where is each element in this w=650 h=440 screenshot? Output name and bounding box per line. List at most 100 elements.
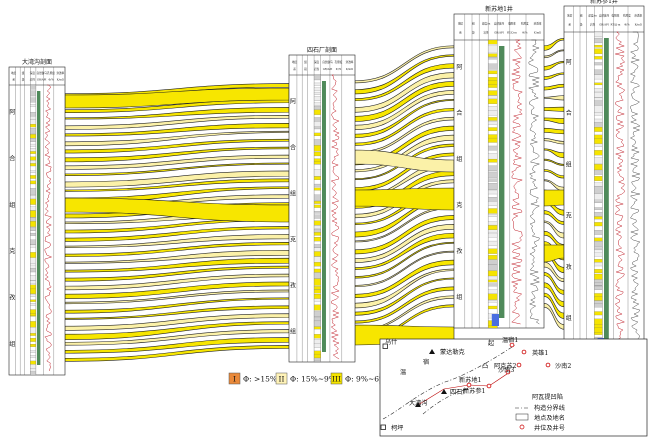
- formation-label: 孜: [9, 294, 15, 302]
- lithology-bed: [313, 286, 321, 290]
- formation-label: 合: [566, 109, 572, 117]
- lithology-bed: [30, 268, 36, 273]
- lithology-bed: [594, 222, 603, 227]
- column-header: 电阻率: [508, 21, 516, 25]
- lithology-bed: [313, 87, 321, 91]
- section-title: 新苏地1井: [485, 5, 513, 13]
- place-name: 大湾沟: [409, 399, 428, 407]
- formation-label: 组: [456, 293, 462, 301]
- lithology-bed: [313, 201, 321, 204]
- well-marker: [516, 362, 522, 368]
- formation-label: 组: [566, 314, 572, 322]
- lithology-bed: [313, 109, 321, 115]
- lithology-bed: [488, 63, 498, 70]
- lithology-bed: [30, 275, 36, 281]
- column-header: Φ/%: [522, 31, 528, 35]
- lithology-bed: [313, 298, 321, 302]
- lithology-bed: [313, 311, 321, 318]
- column-header: 地层: [292, 60, 298, 64]
- lithology-bed: [313, 304, 321, 311]
- column-header: Φ/%: [336, 67, 342, 71]
- lithology-bed: [488, 90, 498, 96]
- section-column: 新苏地1井地层系组段深度/m岩性自然伽马GR/API电阻率RT/Ω·m孔隙度Φ/…: [453, 5, 545, 329]
- lithology-bed: [30, 128, 36, 135]
- lithology-bed: [30, 104, 36, 107]
- lithology-bed: [488, 110, 498, 116]
- boundary-line: [382, 344, 516, 420]
- correlation-band: [543, 158, 565, 166]
- lithology-bed: [488, 165, 498, 171]
- lithology-bed: [594, 311, 603, 316]
- lithology-bed: [313, 272, 321, 279]
- lithology-bed: [313, 214, 321, 219]
- place-name: 乌什: [385, 338, 397, 346]
- section-title: 大湾沟剖面: [22, 58, 52, 66]
- lithology-bed: [594, 241, 603, 247]
- key-symbol: [515, 413, 529, 421]
- legend-id: III: [332, 375, 341, 384]
- lithology-bed: [30, 239, 36, 245]
- correlation-band: [543, 127, 565, 135]
- column-header: 组: [580, 13, 583, 17]
- map-place: 新苏地1: [459, 376, 492, 389]
- lithology-bed: [313, 343, 321, 348]
- correlation-band: [543, 179, 565, 192]
- lithology-bed: [594, 207, 603, 210]
- legend-swatch: [228, 372, 241, 385]
- lithology-bed: [594, 247, 603, 251]
- lithology-bed: [594, 74, 603, 80]
- column-header: Φ/%: [624, 23, 630, 27]
- correlation-band: [543, 106, 565, 112]
- lithology-bed: [313, 161, 321, 165]
- map-place: 沙南2: [545, 362, 571, 370]
- lithology-bed: [30, 288, 36, 294]
- lithology-bed: [313, 139, 321, 146]
- correlation-band: [543, 38, 565, 51]
- formation-label: 阿: [566, 58, 572, 66]
- lithology-bed: [30, 115, 36, 120]
- lithology-bed: [30, 175, 36, 179]
- correlation-band: [543, 95, 565, 101]
- lithology-bed: [30, 151, 36, 154]
- column-header: 系: [293, 67, 296, 71]
- place-name: 沙南3: [498, 366, 514, 374]
- place-marker: [382, 343, 388, 349]
- column-header: 孔隙度: [623, 13, 631, 17]
- lithology-bed: [313, 183, 321, 187]
- section-columns: 大湾沟剖面地层系组段深度岩性自然伽马GR/API孔隙度Φ/%渗透率K/mD阿合组…: [8, 0, 645, 376]
- region-label: 凸: [482, 363, 488, 370]
- lithology-bed: [30, 206, 36, 211]
- region-label: 宿: [423, 358, 429, 366]
- peak-marker: [429, 349, 435, 354]
- column-header: 地层: [567, 13, 573, 17]
- column-header: 渗透率: [634, 13, 642, 17]
- lithology-bed: [594, 193, 603, 200]
- column-header: 地层: [11, 71, 17, 75]
- lithology-bed: [594, 200, 603, 203]
- column-header: 系: [568, 23, 571, 27]
- lithology-bed: [30, 299, 36, 302]
- correlation-band: [543, 117, 565, 125]
- map-place: 英雄1: [521, 349, 548, 357]
- column-header: 系: [459, 31, 462, 35]
- well-marker: [545, 362, 551, 368]
- column-header: 岩性: [484, 31, 490, 35]
- lithology-bed: [313, 334, 321, 339]
- lithology-bed: [313, 360, 321, 363]
- correlation-band: [543, 83, 565, 91]
- formation-label: 阿: [9, 108, 15, 116]
- column-header: 渗透率: [56, 71, 64, 75]
- lithology-bed: [488, 229, 498, 233]
- formation-label: 组: [456, 155, 462, 163]
- lithology-bed: [30, 210, 36, 218]
- lithology-bed: [30, 350, 36, 353]
- lithology-bed: [488, 178, 498, 182]
- lithology-bed: [488, 279, 498, 283]
- peak-marker: [441, 389, 447, 394]
- column-header: 段: [22, 78, 25, 82]
- column-header: 段: [304, 67, 307, 71]
- column-header: 渗透率: [534, 21, 542, 25]
